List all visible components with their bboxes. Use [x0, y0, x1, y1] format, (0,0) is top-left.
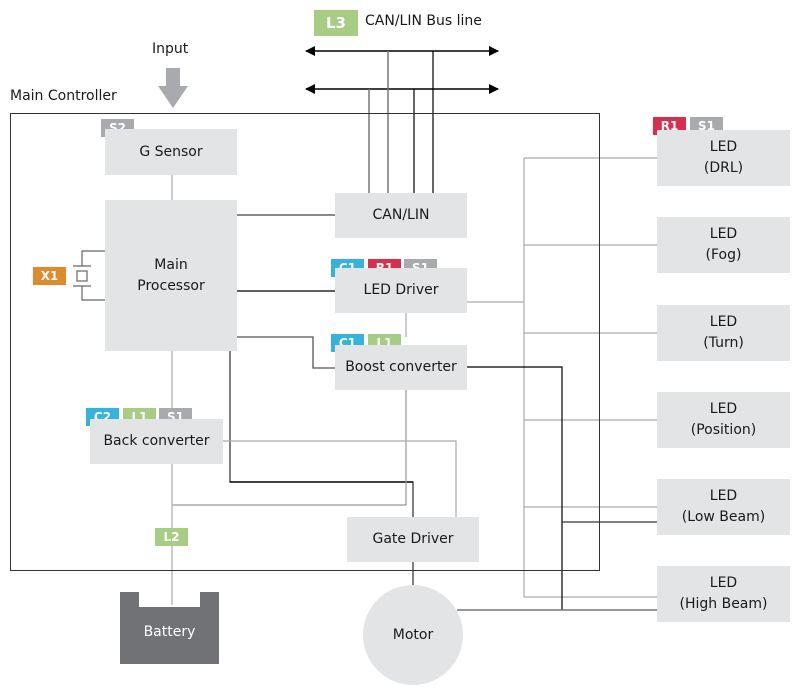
led-fog-block[interactable]: LED (Fog)	[657, 217, 790, 273]
can-lin-bus	[305, 46, 499, 193]
main-controller-label: Main Controller	[10, 88, 117, 104]
battery-icon	[120, 592, 219, 664]
led-label: LED	[709, 314, 738, 330]
main-processor-label-line2: Processor	[137, 277, 205, 294]
main-processor-label-line1: Main	[154, 256, 188, 273]
led-position-block[interactable]: LED (Position)	[657, 392, 790, 448]
crystal-symbol	[73, 250, 105, 301]
g-sensor-label: G Sensor	[139, 143, 203, 160]
led-turn-block[interactable]: LED (Turn)	[657, 305, 790, 361]
g-sensor-block[interactable]: G Sensor	[105, 129, 237, 175]
battery-label: Battery	[143, 624, 196, 640]
boost-converter-label: Boost converter	[345, 359, 457, 375]
gate-driver-block[interactable]: Gate Driver	[347, 517, 479, 562]
gate-driver-label: Gate Driver	[372, 531, 454, 547]
tag-x1: X1	[33, 267, 66, 285]
led-driver-label: LED Driver	[363, 282, 439, 298]
led-type-label: (Low Beam)	[681, 509, 766, 525]
back-converter-label: Back converter	[103, 433, 210, 449]
main-processor-block[interactable]: Main Processor	[105, 200, 237, 351]
bus-label: CAN/LIN Bus line	[365, 13, 482, 29]
can-lin-label: CAN/LIN	[372, 207, 430, 223]
led-label: LED	[709, 226, 738, 242]
led-type-label: (Fog)	[705, 247, 742, 263]
led-type-label: (Turn)	[703, 335, 744, 351]
tag-l2: L2	[155, 528, 188, 546]
led-type-label: (DRL)	[703, 160, 744, 176]
led-driver-block[interactable]: LED Driver	[335, 268, 467, 313]
motor-block[interactable]: Motor	[363, 585, 463, 685]
led-label: LED	[709, 401, 738, 417]
led-label: LED	[709, 575, 738, 591]
led-label: LED	[709, 488, 738, 504]
main-controller-frame	[10, 113, 600, 571]
input-arrow	[158, 68, 188, 108]
tag-l3: L3	[314, 10, 358, 36]
can-lin-block[interactable]: CAN/LIN	[335, 193, 467, 238]
motor-label: Motor	[392, 627, 434, 643]
led-distribution-bus	[467, 157, 657, 598]
led-label: LED	[709, 139, 738, 155]
led-low-beam-block[interactable]: LED (Low Beam)	[657, 479, 790, 535]
led-type-label: (High Beam)	[679, 596, 768, 612]
battery-block[interactable]: Battery	[120, 592, 219, 664]
boost-converter-block[interactable]: Boost converter	[335, 345, 467, 390]
led-type-label: (Position)	[690, 422, 757, 438]
led-high-beam-block[interactable]: LED (High Beam)	[657, 566, 790, 622]
led-drl-block[interactable]: LED (DRL)	[657, 130, 790, 186]
back-converter-block[interactable]: Back converter	[90, 419, 223, 464]
input-label: Input	[152, 41, 189, 57]
